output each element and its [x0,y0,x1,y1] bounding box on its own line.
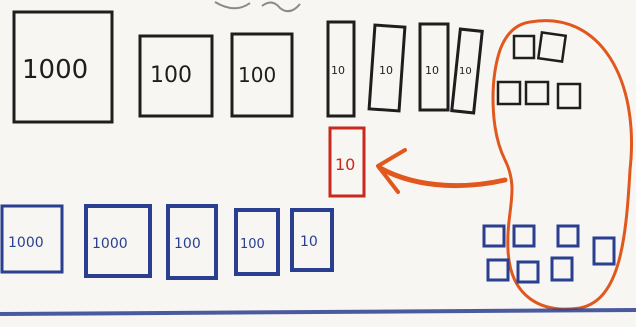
top-one-square-3 [498,82,520,104]
bottom-one-square-6 [518,262,538,282]
top-thousand-label: 1000 [22,55,88,85]
top-hundred-label-2: 100 [238,63,276,87]
top-scribble [215,2,300,11]
bottom-one-square-7 [552,258,572,280]
top-ten-label-3: 10 [425,64,439,77]
bottom-ten-label-1: 10 [300,234,318,250]
bottom-one-square-5 [488,260,508,280]
bottom-one-square-1 [484,226,504,246]
bottom-thousand-label-2: 1000 [92,236,128,252]
bottom-one-square-2 [514,226,534,246]
top-ten-label-2: 10 [379,64,393,77]
top-one-square-5 [558,84,580,108]
bottom-one-square-3 [558,226,578,246]
top-one-square-4 [526,82,548,104]
bottom-hundred-label-2: 100 [240,237,265,252]
top-hundred-label-1: 100 [150,63,192,88]
regroup-arrow [380,168,505,186]
bottom-thousand-label-1: 1000 [8,235,44,251]
top-ten-label-1: 10 [331,64,345,77]
bottom-hundred-label-1: 100 [174,236,201,252]
top-one-square-1 [514,36,534,58]
top-one-square-2 [538,32,565,61]
top-ten-label-4: 10 [459,66,472,77]
bottom-rule-line [0,310,636,314]
regroup-loop [493,21,631,309]
regrouped-ten-label: 10 [335,155,355,174]
bottom-one-square-4 [594,238,614,264]
